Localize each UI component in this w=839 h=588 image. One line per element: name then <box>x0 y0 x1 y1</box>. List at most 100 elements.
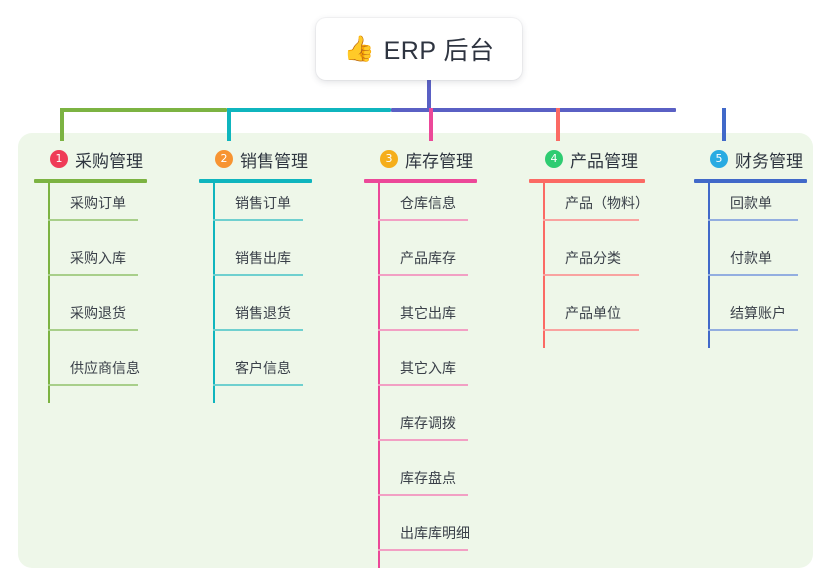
leaf-rule <box>543 274 639 276</box>
column-header-4[interactable]: 4 产品管理 <box>529 146 684 172</box>
leaf-item[interactable]: 产品库存 <box>364 238 514 293</box>
leaf-rule <box>48 329 138 331</box>
leaf-label: 产品库存 <box>400 250 456 266</box>
leaf-item[interactable]: 其它出库 <box>364 293 514 348</box>
leaf-item[interactable]: 出库库明细 <box>364 513 514 568</box>
leaf-rule <box>378 219 468 221</box>
leaf-rule <box>213 274 303 276</box>
leaf-label: 客户信息 <box>235 360 291 376</box>
leaf-label: 其它入库 <box>400 360 456 376</box>
leaf-label: 销售退货 <box>235 305 291 321</box>
leaf-spine-3 <box>378 183 380 568</box>
leaf-rule <box>708 274 798 276</box>
leaf-item[interactable]: 销售退货 <box>199 293 349 348</box>
leaf-item[interactable]: 采购退货 <box>34 293 184 348</box>
column-title-4: 产品管理 <box>570 151 638 171</box>
leaf-item[interactable]: 库存盘点 <box>364 458 514 513</box>
leaf-item[interactable]: 产品（物料） <box>529 183 684 238</box>
leaf-label: 出库库明细 <box>400 525 470 541</box>
leaf-label: 采购订单 <box>70 195 126 211</box>
leaf-rule <box>213 329 303 331</box>
column-title-1: 采购管理 <box>75 151 143 171</box>
leaf-label: 采购入库 <box>70 250 126 266</box>
column-badge-3: 3 <box>380 150 398 168</box>
column-title-3: 库存管理 <box>405 151 473 171</box>
leaf-label: 销售订单 <box>235 195 291 211</box>
column-1: 1 采购管理采购订单采购入库采购退货供应商信息 <box>34 146 184 403</box>
leaf-item[interactable]: 采购订单 <box>34 183 184 238</box>
leaf-rule <box>378 329 468 331</box>
leaf-label: 产品（物料） <box>565 195 649 211</box>
column-badge-5: 5 <box>710 150 728 168</box>
column-rule-2 <box>199 179 312 183</box>
leaf-spine-5 <box>708 183 710 348</box>
connector-drop-3 <box>429 108 433 141</box>
leaf-list-1: 采购订单采购入库采购退货供应商信息 <box>34 183 184 403</box>
leaf-rule <box>213 219 303 221</box>
leaf-list-3: 仓库信息产品库存其它出库其它入库库存调拨库存盘点出库库明细 <box>364 183 514 568</box>
leaf-label: 产品分类 <box>565 250 621 266</box>
column-header-1[interactable]: 1 采购管理 <box>34 146 184 172</box>
leaf-rule <box>48 219 138 221</box>
leaf-rule <box>378 384 468 386</box>
leaf-rule <box>378 439 468 441</box>
connector-bar-segment-1 <box>60 108 227 112</box>
thumbs-up-icon: 👍 <box>343 34 375 63</box>
column-badge-4: 4 <box>545 150 563 168</box>
leaf-label: 其它出库 <box>400 305 456 321</box>
leaf-item[interactable]: 库存调拨 <box>364 403 514 458</box>
leaf-label: 付款单 <box>730 250 772 266</box>
leaf-label: 库存盘点 <box>400 470 456 486</box>
leaf-rule <box>213 384 303 386</box>
connector-drop-1 <box>60 108 64 141</box>
column-header-3[interactable]: 3 库存管理 <box>364 146 514 172</box>
leaf-item[interactable]: 销售订单 <box>199 183 349 238</box>
column-rule-5 <box>694 179 807 183</box>
leaf-list-4: 产品（物料） 产品分类产品单位 <box>529 183 684 348</box>
leaf-item[interactable]: 回款单 <box>694 183 816 238</box>
connector-bar-segment-3 <box>391 108 676 112</box>
column-badge-1: 1 <box>50 150 68 168</box>
column-4: 4 产品管理产品（物料） 产品分类产品单位 <box>529 146 684 348</box>
leaf-spine-1 <box>48 183 50 403</box>
leaf-label: 产品单位 <box>565 305 621 321</box>
leaf-rule <box>378 549 468 551</box>
connector-drop-4 <box>556 108 560 141</box>
leaf-item[interactable]: 产品分类 <box>529 238 684 293</box>
leaf-label: 采购退货 <box>70 305 126 321</box>
leaf-rule <box>378 494 468 496</box>
leaf-spine-2 <box>213 183 215 403</box>
leaf-item[interactable]: 结算账户 <box>694 293 816 348</box>
root-title: ERP 后台 <box>383 37 495 65</box>
root-stem <box>427 78 431 108</box>
leaf-rule <box>708 219 798 221</box>
leaf-item[interactable]: 其它入库 <box>364 348 514 403</box>
column-rule-3 <box>364 179 477 183</box>
leaf-list-5: 回款单付款单结算账户 <box>694 183 816 348</box>
connector-drop-2 <box>227 108 231 141</box>
leaf-label: 仓库信息 <box>400 195 456 211</box>
leaf-rule <box>543 219 639 221</box>
root-node[interactable]: 👍 ERP 后台 <box>316 18 522 80</box>
leaf-item[interactable]: 产品单位 <box>529 293 684 348</box>
leaf-item[interactable]: 付款单 <box>694 238 816 293</box>
column-rule-4 <box>529 179 645 183</box>
leaf-item[interactable]: 仓库信息 <box>364 183 514 238</box>
leaf-rule <box>378 274 468 276</box>
column-badge-2: 2 <box>215 150 233 168</box>
leaf-item[interactable]: 供应商信息 <box>34 348 184 403</box>
leaf-label: 库存调拨 <box>400 415 456 431</box>
leaf-label: 回款单 <box>730 195 772 211</box>
leaf-item[interactable]: 采购入库 <box>34 238 184 293</box>
leaf-rule <box>48 274 138 276</box>
leaf-item[interactable]: 客户信息 <box>199 348 349 403</box>
leaf-label: 结算账户 <box>730 305 786 321</box>
leaf-rule <box>708 329 798 331</box>
leaf-rule <box>543 329 639 331</box>
leaf-spine-4 <box>543 183 545 348</box>
leaf-item[interactable]: 销售出库 <box>199 238 349 293</box>
